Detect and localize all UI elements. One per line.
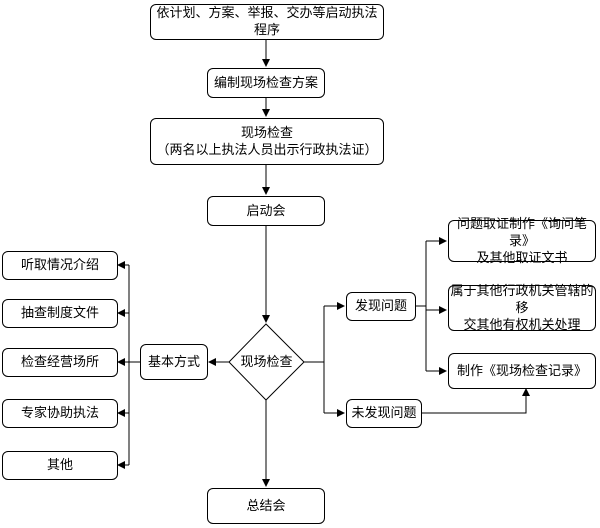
kickoff-node: 启动会 bbox=[207, 196, 325, 226]
arrow-no-problem-to-record bbox=[422, 388, 530, 414]
plan-node: 编制现场检查方案 bbox=[207, 68, 325, 98]
found-problem-node: 发现问题 bbox=[346, 292, 416, 321]
no-problem-node: 未发现问题 bbox=[346, 399, 422, 428]
outcome-transfer-node: 属于其他行政机关管辖的移 交其他有权机关处理 bbox=[448, 284, 596, 333]
outcome-record-node: 制作《现场检查记录》 bbox=[448, 353, 596, 389]
summary-node: 总结会 bbox=[207, 488, 325, 524]
decision-diamond bbox=[228, 323, 305, 401]
start-node: 依计划、方案、举报、交办等启动执法程序 bbox=[150, 4, 384, 40]
outcome-evidence-node: 问题取证制作《询问笔录》 及其他取证文书 bbox=[448, 217, 596, 266]
connector-basic-methods bbox=[128, 265, 140, 363]
method-item: 检查经营场所 bbox=[2, 348, 118, 377]
basic-methods-node: 基本方式 bbox=[140, 344, 208, 380]
method-item: 抽查制度文件 bbox=[2, 299, 118, 328]
inspection-node: 现场检查 （两名以上执法人员出示行政执法证） bbox=[150, 118, 384, 165]
decision-label: 现场检查 bbox=[240, 354, 293, 370]
method-item: 听取情况介绍 bbox=[2, 251, 118, 280]
inspection-note: （两名以上执法人员出示行政执法证） bbox=[156, 142, 378, 158]
inspection-title: 现场检查 bbox=[240, 125, 293, 141]
method-item: 专家协助执法 bbox=[2, 399, 118, 428]
method-item: 其他 bbox=[2, 451, 118, 480]
